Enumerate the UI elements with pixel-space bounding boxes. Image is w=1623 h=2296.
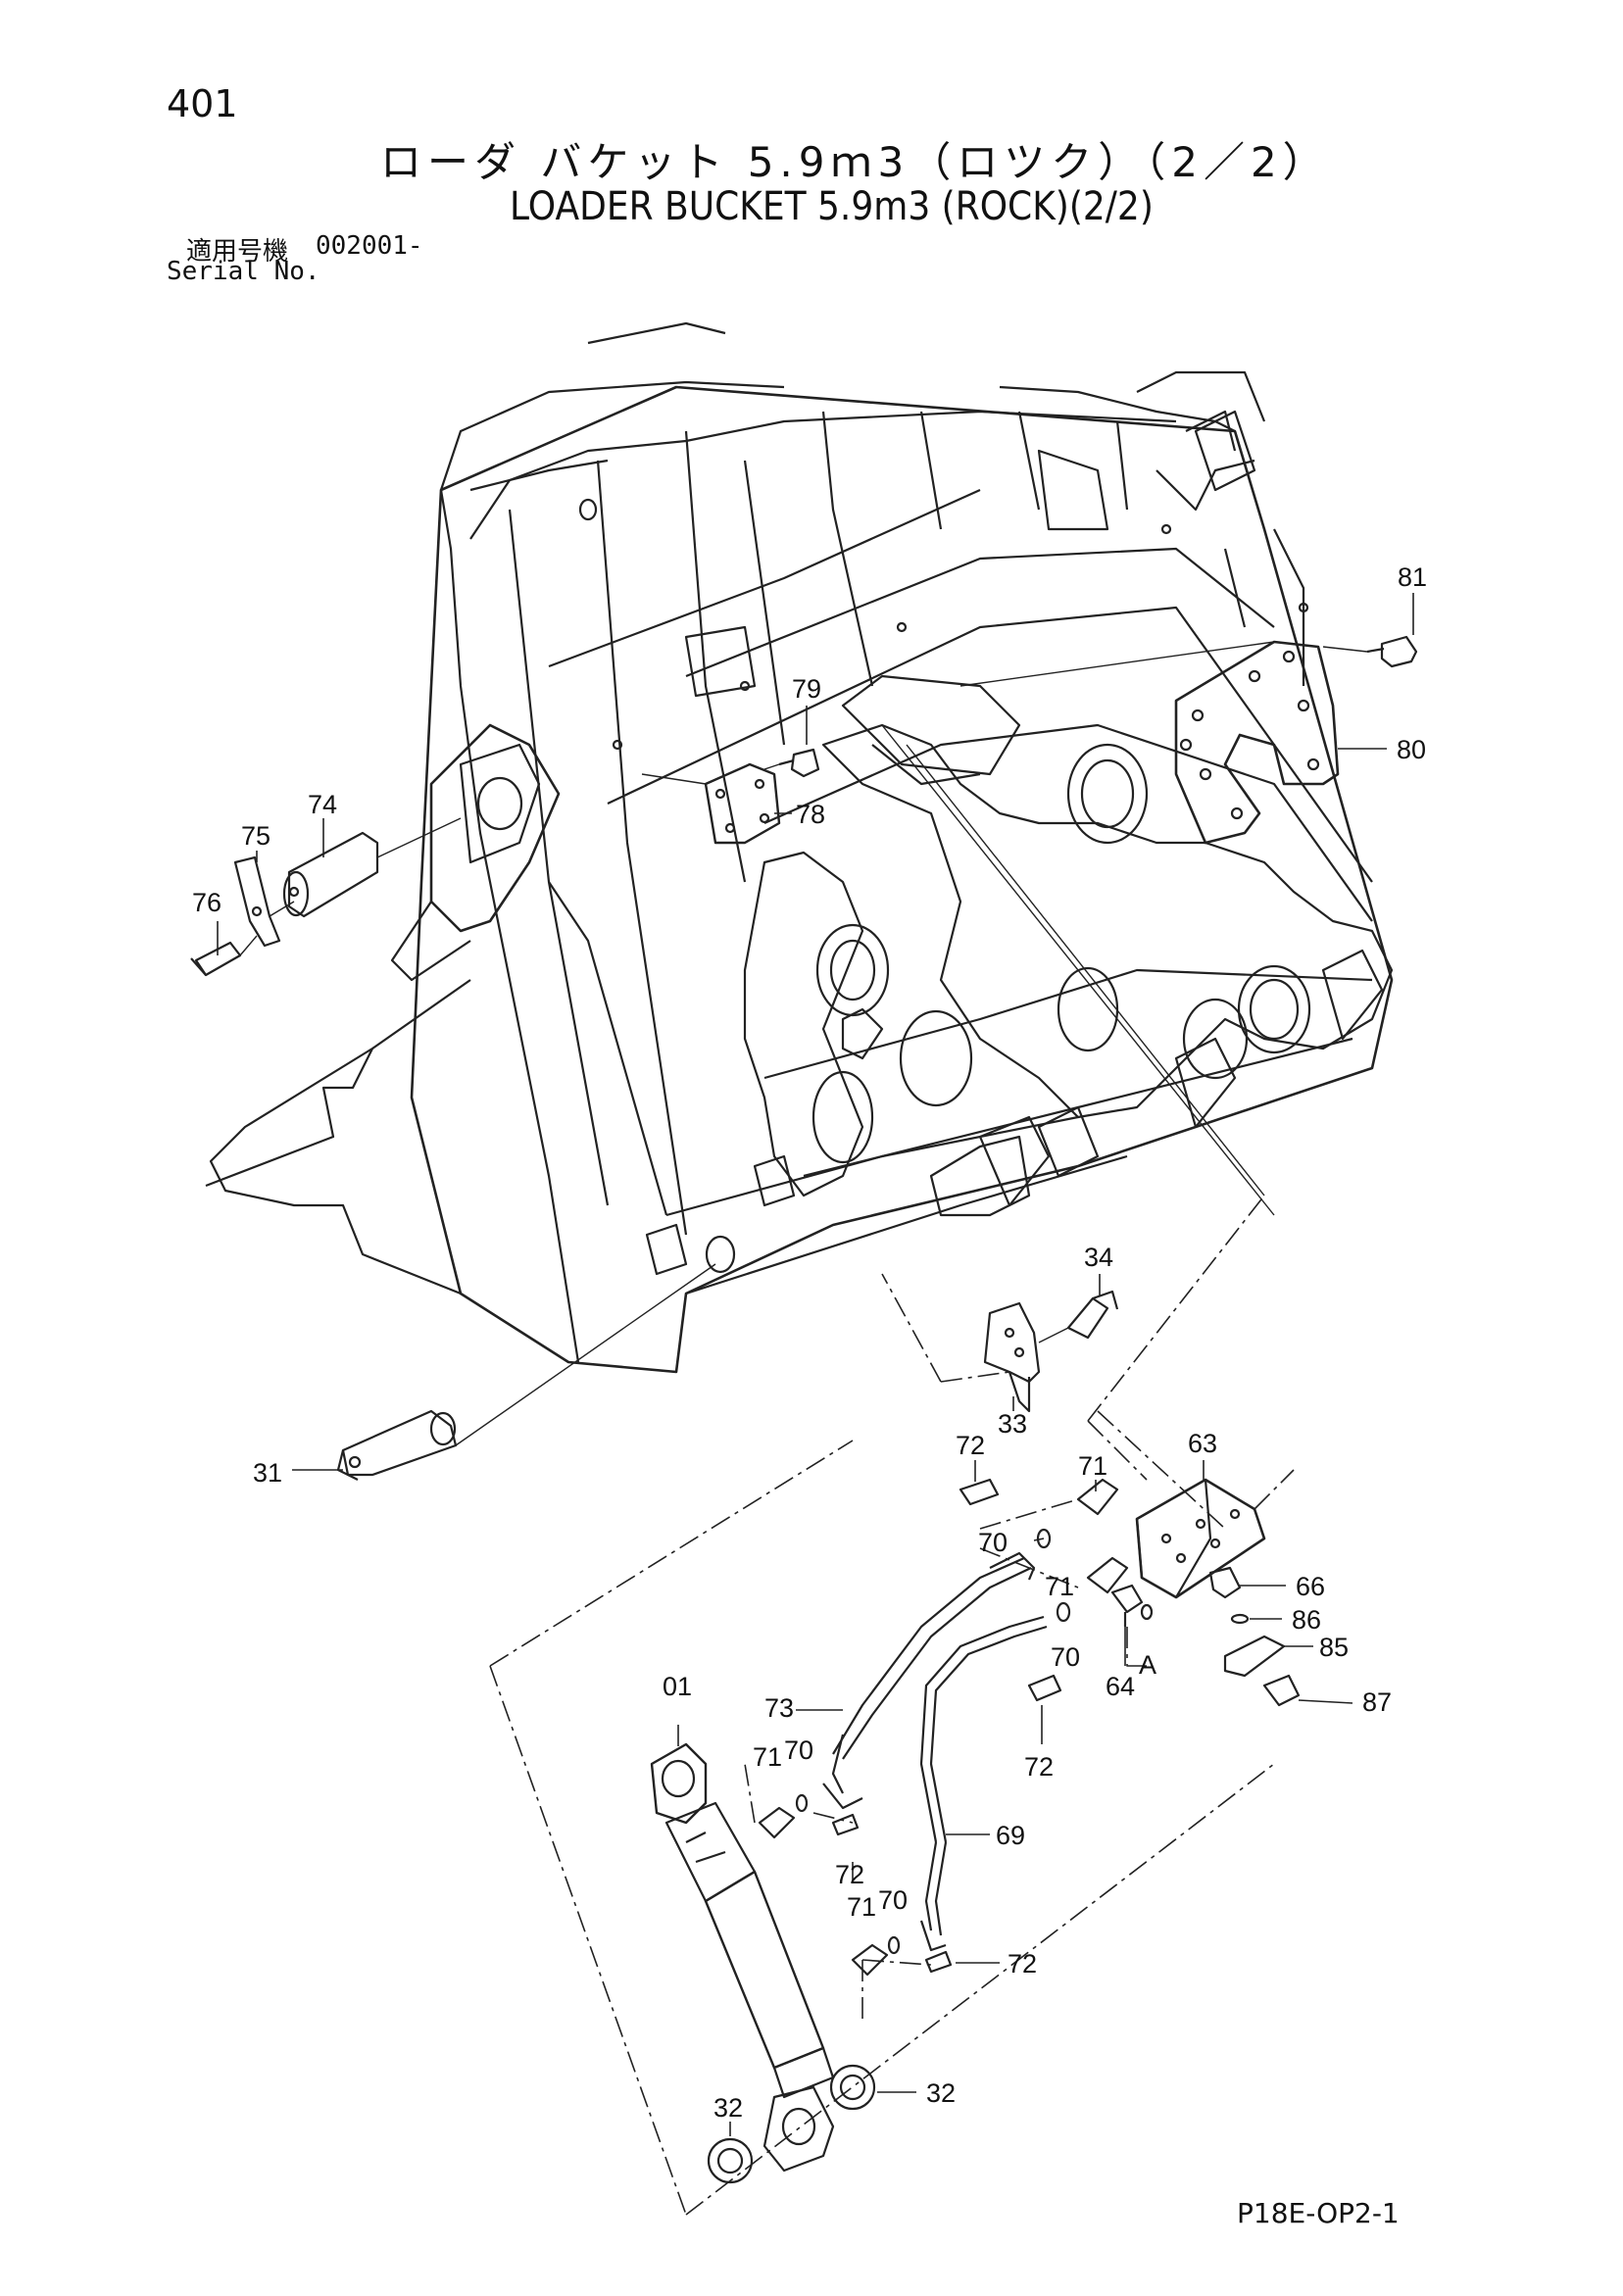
bolt-72-mid bbox=[1027, 1674, 1062, 1702]
callout-70-upper-2: 70 bbox=[1051, 1642, 1080, 1672]
bolt-79 bbox=[778, 748, 820, 778]
callout-70-upper-1: 70 bbox=[978, 1528, 1008, 1557]
callout-80: 80 bbox=[1397, 735, 1426, 764]
callout-87: 87 bbox=[1362, 1687, 1392, 1717]
flange-71-upper-2 bbox=[1086, 1556, 1129, 1594]
bushing-32-right bbox=[829, 2064, 876, 2111]
assembly-lines bbox=[239, 641, 1368, 1446]
callout-86: 86 bbox=[1292, 1605, 1321, 1635]
hose-69 bbox=[919, 1615, 1048, 1952]
callout-81: 81 bbox=[1398, 562, 1427, 592]
callout-74: 74 bbox=[308, 790, 337, 819]
title-japanese: ローダ バケット 5.9ｍ3（ロツク）（2／2） bbox=[380, 138, 1330, 186]
adapter-64 bbox=[1110, 1584, 1144, 1627]
callout-73: 73 bbox=[764, 1693, 794, 1723]
callout-70-lower-2: 70 bbox=[878, 1885, 908, 1915]
flange-71-upper-1 bbox=[1076, 1478, 1119, 1516]
cover-plate-80 bbox=[1174, 640, 1340, 845]
callout-70-lower-1: 70 bbox=[784, 1735, 813, 1765]
ring-86 bbox=[1230, 1613, 1250, 1625]
callout-34: 34 bbox=[1084, 1243, 1113, 1272]
callout-01: 01 bbox=[663, 1672, 692, 1701]
callout-72-lower-2: 72 bbox=[1008, 1949, 1037, 1978]
bolt-66 bbox=[1208, 1566, 1242, 1599]
callout-labels: 81 79 80 78 74 75 76 34 33 31 63 72 71 7… bbox=[192, 562, 1427, 2123]
bolt-81 bbox=[1366, 635, 1418, 668]
hose-73 bbox=[822, 1551, 1036, 1810]
bolt-72-lower-2 bbox=[924, 1950, 953, 1974]
callout-78: 78 bbox=[796, 800, 825, 829]
bolt-76 bbox=[190, 941, 242, 977]
serial-label-japanese: 適用号機 bbox=[186, 237, 289, 267]
title-english: LOADER BUCKET 5.9m3 (ROCK)(2/2) bbox=[510, 184, 1154, 229]
callout-85: 85 bbox=[1319, 1633, 1349, 1662]
o-ring-A bbox=[1140, 1603, 1154, 1621]
callout-72-lower-1: 72 bbox=[835, 1860, 864, 1889]
callout-32-left: 32 bbox=[713, 2093, 743, 2123]
callout-A: A bbox=[1139, 1650, 1156, 1680]
callout-66: 66 bbox=[1296, 1572, 1325, 1601]
o-ring-70-lower-2 bbox=[887, 1935, 901, 1955]
callout-76: 76 bbox=[192, 888, 221, 917]
callout-72-upper: 72 bbox=[956, 1431, 985, 1460]
callout-31: 31 bbox=[253, 1458, 282, 1488]
callout-64: 64 bbox=[1106, 1672, 1135, 1701]
valve-block-63 bbox=[1135, 1478, 1266, 1599]
bucket-body bbox=[205, 321, 1394, 1374]
callout-71-upper-2: 71 bbox=[1045, 1572, 1074, 1601]
serial-label-english: Serial No. bbox=[167, 257, 320, 286]
o-ring-70-upper-2 bbox=[1056, 1601, 1071, 1623]
pin-74 bbox=[282, 831, 379, 918]
phantom-lines bbox=[489, 1195, 1295, 2216]
callout-33: 33 bbox=[998, 1409, 1027, 1439]
flange-71-lower-1 bbox=[758, 1806, 796, 1839]
bolt-72-upper bbox=[959, 1478, 1000, 1506]
bolt-34 bbox=[1066, 1290, 1119, 1340]
callout-71-lower-1: 71 bbox=[753, 1742, 782, 1772]
page-number: 401 bbox=[167, 82, 238, 125]
bolt-87 bbox=[1262, 1674, 1301, 1707]
callout-75: 75 bbox=[241, 821, 270, 851]
bracket-33 bbox=[983, 1301, 1041, 1413]
plate-85 bbox=[1223, 1635, 1286, 1678]
bolt-72-lower-1 bbox=[831, 1813, 860, 1836]
cover-plate-78 bbox=[704, 762, 781, 845]
drawing-code: P18E-OP2-1 bbox=[1237, 2197, 1400, 2229]
plate-75 bbox=[233, 855, 281, 948]
serial-value: 002001- bbox=[316, 231, 423, 261]
leader-lines bbox=[217, 593, 1414, 2136]
bushing-32-left bbox=[707, 2137, 754, 2184]
callout-69: 69 bbox=[996, 1821, 1025, 1850]
callout-71-upper-1: 71 bbox=[1078, 1451, 1107, 1481]
callout-79: 79 bbox=[792, 674, 821, 704]
callout-71-lower-2: 71 bbox=[847, 1892, 876, 1922]
callout-32-right: 32 bbox=[926, 2078, 956, 2108]
pin-31 bbox=[336, 1409, 458, 1481]
o-ring-70-upper-1 bbox=[1036, 1528, 1052, 1549]
o-ring-70-lower-1 bbox=[795, 1793, 809, 1813]
callout-63: 63 bbox=[1188, 1429, 1217, 1458]
callout-72-mid: 72 bbox=[1024, 1752, 1054, 1782]
